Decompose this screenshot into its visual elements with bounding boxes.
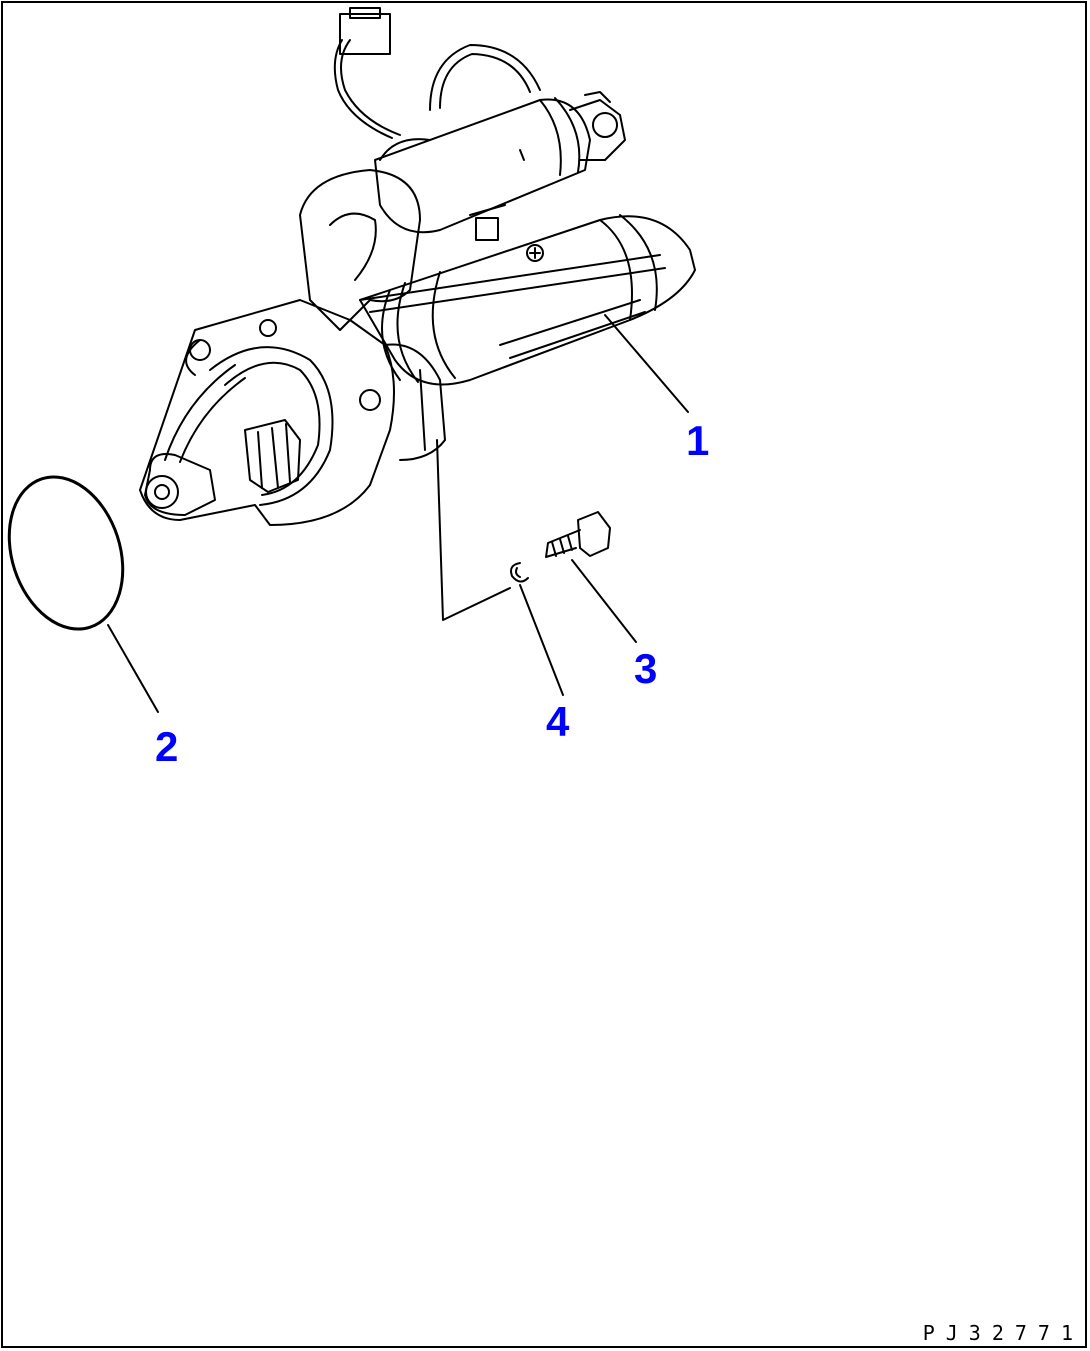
callout-4-label: 4 <box>546 698 570 745</box>
assembly-link-line <box>436 439 511 621</box>
callout-1-leader <box>604 314 689 413</box>
callout-1-label: 1 <box>686 417 710 464</box>
callout-2-leader <box>107 624 159 713</box>
callout-2-label: 2 <box>155 723 179 770</box>
mounting-bolt-part <box>545 511 611 558</box>
o-ring-part <box>7 475 125 631</box>
drawing-code: PJ32771 <box>922 1321 1084 1345</box>
callout-3-leader <box>571 559 637 643</box>
callout-4-leader <box>519 584 564 696</box>
callout-3-label: 3 <box>634 645 658 692</box>
starter-motor-body <box>139 7 696 526</box>
lock-washer-part <box>510 562 529 583</box>
